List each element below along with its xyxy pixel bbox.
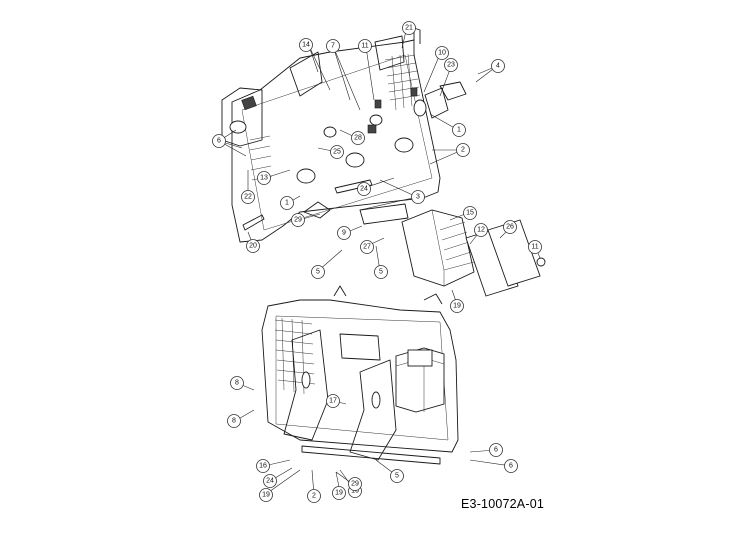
svg-text:5: 5 (316, 269, 320, 276)
svg-text:13: 13 (260, 175, 268, 182)
callout-6-lower: 6 (489, 443, 503, 457)
lower-dash-panel (261, 285, 459, 465)
callout-6-upper: 6 (212, 134, 226, 148)
svg-text:25: 25 (333, 149, 341, 156)
callout-29-upper: 29 (291, 213, 305, 227)
callout-2-lower: 2 (307, 489, 321, 503)
callout-14: 14 (299, 38, 313, 52)
svg-text:3: 3 (416, 194, 420, 201)
svg-text:29: 29 (351, 481, 359, 488)
callout-29-lower-label: 29 (348, 477, 362, 491)
svg-text:5: 5 (379, 269, 383, 276)
svg-text:1: 1 (285, 200, 289, 207)
callout-1-upper-right: 1 (452, 123, 466, 137)
callout-23: 23 (444, 58, 458, 72)
callout-1-upper-left: 1 (280, 196, 294, 210)
svg-text:22: 22 (244, 194, 252, 201)
callout-11-top: 11 (358, 39, 372, 53)
svg-text:24: 24 (266, 478, 274, 485)
callout-19-lower-left: 19 (259, 488, 273, 502)
svg-text:9: 9 (342, 230, 346, 237)
callout-10: 10 (435, 46, 449, 60)
svg-text:10: 10 (438, 50, 446, 57)
callout-16-left: 16 (256, 459, 270, 473)
svg-text:16: 16 (351, 488, 359, 495)
callout-27: 27 (360, 240, 374, 254)
svg-text:1: 1 (457, 127, 461, 134)
callout-8-upper: 8 (230, 376, 244, 390)
callout-26: 26 (503, 220, 517, 234)
svg-text:6: 6 (217, 138, 221, 145)
svg-text:6: 6 (494, 447, 498, 454)
diagram-reference-code: E3-10072A-01 (461, 497, 545, 511)
callout-13: 13 (257, 171, 271, 185)
svg-text:29: 29 (294, 217, 302, 224)
callout-19-upper: 19 (450, 299, 464, 313)
callout-17: 17 (326, 394, 340, 408)
svg-text:21: 21 (405, 25, 413, 32)
svg-text:19: 19 (453, 303, 461, 310)
callout-11-right: 11 (528, 240, 542, 254)
callout-7: 7 (326, 39, 340, 53)
callout-3: 3 (411, 190, 425, 204)
svg-text:24: 24 (360, 186, 368, 193)
callout-9: 9 (337, 226, 351, 240)
svg-text:7: 7 (331, 43, 335, 50)
callout-5-lower: 5 (390, 469, 404, 483)
callout-8-lower: 8 (227, 414, 241, 428)
svg-text:8: 8 (235, 380, 239, 387)
svg-text:19: 19 (262, 492, 270, 499)
svg-text:2: 2 (461, 147, 465, 154)
svg-text:2: 2 (312, 493, 316, 500)
callout-21: 21 (402, 21, 416, 35)
svg-text:27: 27 (363, 244, 371, 251)
callout-5-upper-left: 5 (311, 265, 325, 279)
svg-text:17: 17 (329, 398, 337, 405)
svg-text:6: 6 (509, 463, 513, 470)
callout-22: 22 (241, 190, 255, 204)
callout-5-upper-right: 5 (374, 265, 388, 279)
svg-text:23: 23 (447, 62, 455, 69)
upper-dash-panel (221, 27, 467, 243)
callout-24-upper: 24 (357, 182, 371, 196)
svg-text:16: 16 (259, 463, 267, 470)
callout-4: 4 (491, 59, 505, 73)
callout-2-upper: 2 (456, 143, 470, 157)
callout-19-lower-center: 19 (332, 486, 346, 500)
callout-20: 20 (246, 239, 260, 253)
svg-text:15: 15 (466, 210, 474, 217)
callout-25: 25 (330, 145, 344, 159)
callout-24-lower: 24 (263, 474, 277, 488)
svg-text:11: 11 (531, 244, 538, 251)
svg-text:11: 11 (361, 43, 368, 50)
svg-text:5: 5 (395, 473, 399, 480)
svg-text:14: 14 (302, 42, 310, 49)
svg-text:28: 28 (354, 135, 362, 142)
callout-6-lower-right: 6 (504, 459, 518, 473)
svg-text:26: 26 (506, 224, 514, 231)
svg-text:8: 8 (232, 418, 236, 425)
svg-text:20: 20 (249, 243, 257, 250)
svg-text:4: 4 (496, 63, 500, 70)
callout-12: 12 (474, 223, 488, 237)
callout-28: 28 (351, 131, 365, 145)
svg-text:19: 19 (335, 490, 343, 497)
callout-15: 15 (463, 206, 477, 220)
svg-text:12: 12 (477, 227, 485, 234)
control-module (401, 209, 475, 287)
